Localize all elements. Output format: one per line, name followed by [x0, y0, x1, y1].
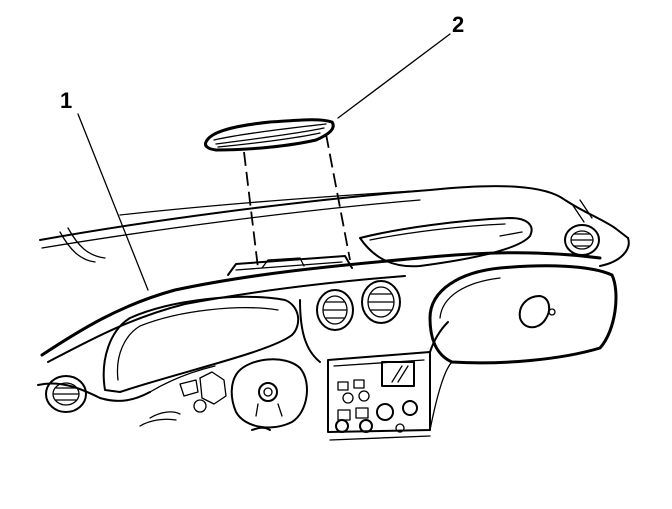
- installation-guide-lines: [243, 133, 351, 269]
- left-outboard-vent: [45, 375, 87, 413]
- right-outboard-vent: [564, 224, 600, 256]
- speaker-grille-part: [204, 118, 335, 152]
- center-stack: [327, 351, 431, 441]
- center-left-vent: [316, 289, 354, 331]
- lower-panel-edges: [299, 299, 453, 431]
- callout-2-label: 2: [452, 12, 464, 37]
- speaker-grille-opening: [227, 255, 353, 276]
- callout-2-leader: [337, 33, 451, 119]
- steering-column: [139, 358, 308, 431]
- glove-box: [428, 264, 618, 365]
- callout-1-label: 1: [60, 88, 72, 113]
- callout-1-leader: [77, 113, 149, 291]
- instrument-panel-front: [37, 251, 602, 402]
- center-right-vent: [361, 280, 401, 324]
- passenger-upper-panel: [359, 217, 533, 268]
- instrument-panel-upper: [39, 185, 630, 267]
